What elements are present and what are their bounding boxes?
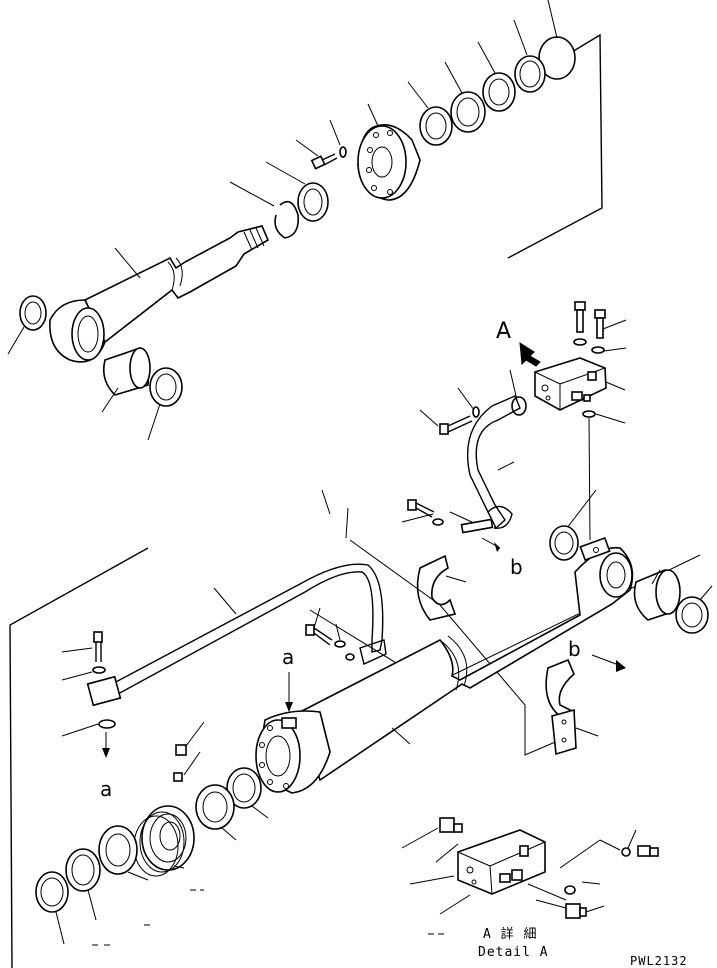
- ref-a-label-lower: a: [100, 777, 112, 801]
- piston-rod: [49, 225, 270, 363]
- ref-b-label-lower: b: [568, 637, 581, 661]
- cylinder-tube-flange: [255, 710, 331, 794]
- rod-eye-bushing: [102, 347, 151, 396]
- u-band-clamp-upper: [416, 554, 457, 621]
- wear-ring-a: [226, 767, 262, 809]
- u-band-clamp-lower: [545, 658, 576, 721]
- rod-assembly-group: [7, 0, 603, 441]
- hydraulic-tube-upper: [466, 395, 521, 530]
- clamp-bolt: [407, 499, 444, 526]
- tube-clamp-plate: [460, 518, 494, 534]
- bottom-seal-2: [675, 596, 709, 634]
- group-bracket-lower: [9, 547, 149, 968]
- safety-valve-block: [534, 357, 607, 411]
- group-bracket-upper: [507, 33, 603, 259]
- leaders-lower: [55, 489, 713, 945]
- detail-a-title-jp: A 詳 細: [483, 926, 537, 942]
- rod-eye-seal-2: [149, 367, 183, 407]
- bottom-end-seal: [549, 525, 579, 561]
- wear-ring-b: [195, 784, 235, 830]
- tube-clamp: [487, 505, 513, 529]
- tube-bolts-middle: [305, 624, 355, 661]
- retaining-ring: [274, 200, 300, 239]
- clamp-bracket: [551, 708, 577, 756]
- leaders-middle: [401, 319, 627, 583]
- view-a-label: A: [496, 319, 511, 344]
- tube-clamp-lower: [359, 639, 387, 665]
- cylinder-tube-group: a a b: [9, 489, 713, 968]
- ref-b-label-upper: b: [510, 555, 523, 579]
- leaders-detail: [401, 827, 637, 915]
- detail-plug: [439, 817, 463, 833]
- snap-ring: [297, 182, 329, 222]
- piston: [133, 805, 195, 877]
- faded-marks: [92, 889, 444, 946]
- rod-eye-seal: [19, 295, 47, 331]
- valve-piping-group: A: [401, 301, 627, 621]
- ref-a-label-tube: a: [282, 645, 294, 669]
- detail-a-title-en: Detail A: [478, 945, 549, 960]
- piston-nut: [173, 744, 187, 782]
- rod-packing: [419, 106, 453, 146]
- valve-o-ring: [582, 410, 596, 418]
- cylinder-tube: [299, 536, 634, 782]
- drawing-code: PWL2132: [630, 954, 688, 968]
- piston-ring: [98, 825, 138, 875]
- tube-end-block: [86, 675, 122, 707]
- detail-valve-block: [457, 829, 546, 895]
- detail-a-group: A 詳 細 Detail A: [401, 817, 659, 960]
- buffer-ring: [450, 91, 486, 133]
- hydraulic-tube-long: [111, 563, 384, 695]
- head-bolt: [310, 146, 347, 170]
- bottom-bushing: [633, 569, 681, 621]
- tube-end-o-ring: [98, 719, 116, 729]
- bushing-ring: [482, 72, 516, 112]
- view-arrow-icon: [519, 342, 541, 367]
- tube-bolts-left: [92, 631, 116, 729]
- tube-flange-bolt: [439, 406, 480, 435]
- b-connection-line: [349, 539, 561, 756]
- valve-bolts: [573, 301, 606, 354]
- detail-fitting-right: [621, 845, 659, 857]
- detail-fitting-bottom: [564, 885, 587, 919]
- piston-seal-a: [65, 848, 101, 892]
- leaders-upper: [7, 0, 558, 441]
- cylinder-head: [357, 124, 421, 201]
